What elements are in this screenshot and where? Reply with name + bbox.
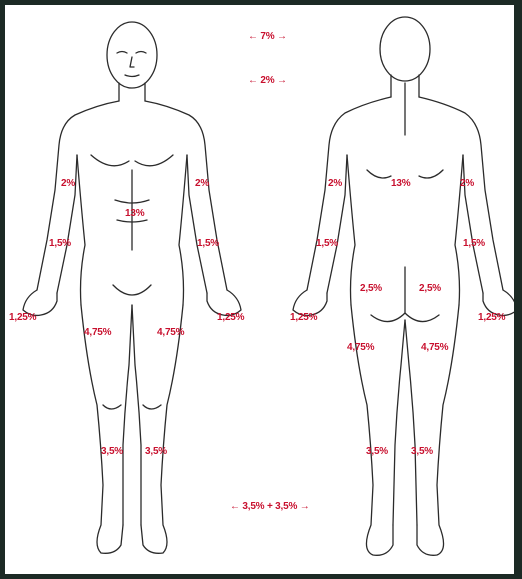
back-forearm-right-label: 1,5%	[463, 238, 485, 250]
back-leg-left-label: 3,5%	[366, 446, 388, 458]
back-body-figure	[293, 17, 517, 555]
neck-arrow-label: ← 2% →	[248, 75, 287, 87]
back-upper-arm-right-label: 2%	[460, 178, 474, 190]
back-trunk-label: 13%	[391, 178, 410, 190]
back-buttock-right-label: 2,5%	[419, 283, 441, 295]
front-hand-left-label: 1,25%	[9, 312, 36, 324]
front-upper-arm-left-label: 2%	[61, 178, 75, 190]
front-upper-arm-right-label: 2%	[195, 178, 209, 190]
front-leg-left-label: 3,5%	[101, 446, 123, 458]
front-hand-right-label: 1,25%	[217, 312, 244, 324]
back-forearm-left-label: 1,5%	[316, 238, 338, 250]
front-trunk-label: 13%	[125, 208, 144, 220]
head-arrow-label: ← 7% →	[248, 31, 287, 43]
back-hand-left-label: 1,25%	[290, 312, 317, 324]
front-leg-right-label: 3,5%	[145, 446, 167, 458]
back-upper-arm-left-label: 2%	[328, 178, 342, 190]
back-hand-right-label: 1,25%	[478, 312, 505, 324]
front-thigh-right-label: 4,75%	[157, 327, 184, 339]
front-forearm-left-label: 1,5%	[49, 238, 71, 250]
back-thigh-left-label: 4,75%	[347, 342, 374, 354]
front-thigh-left-label: 4,75%	[84, 327, 111, 339]
body-chart: ← 7% → ← 2% → 2% 2% 13% 1,5% 1,5% 1,25% …	[5, 5, 517, 574]
front-head	[107, 22, 157, 88]
front-forearm-right-label: 1,5%	[197, 238, 219, 250]
back-buttock-left-label: 2,5%	[360, 283, 382, 295]
back-head	[380, 17, 430, 81]
front-body-figure	[23, 22, 241, 553]
feet-arrow-label: ← 3,5% + 3,5% →	[230, 501, 310, 513]
back-leg-right-label: 3,5%	[411, 446, 433, 458]
back-thigh-right-label: 4,75%	[421, 342, 448, 354]
